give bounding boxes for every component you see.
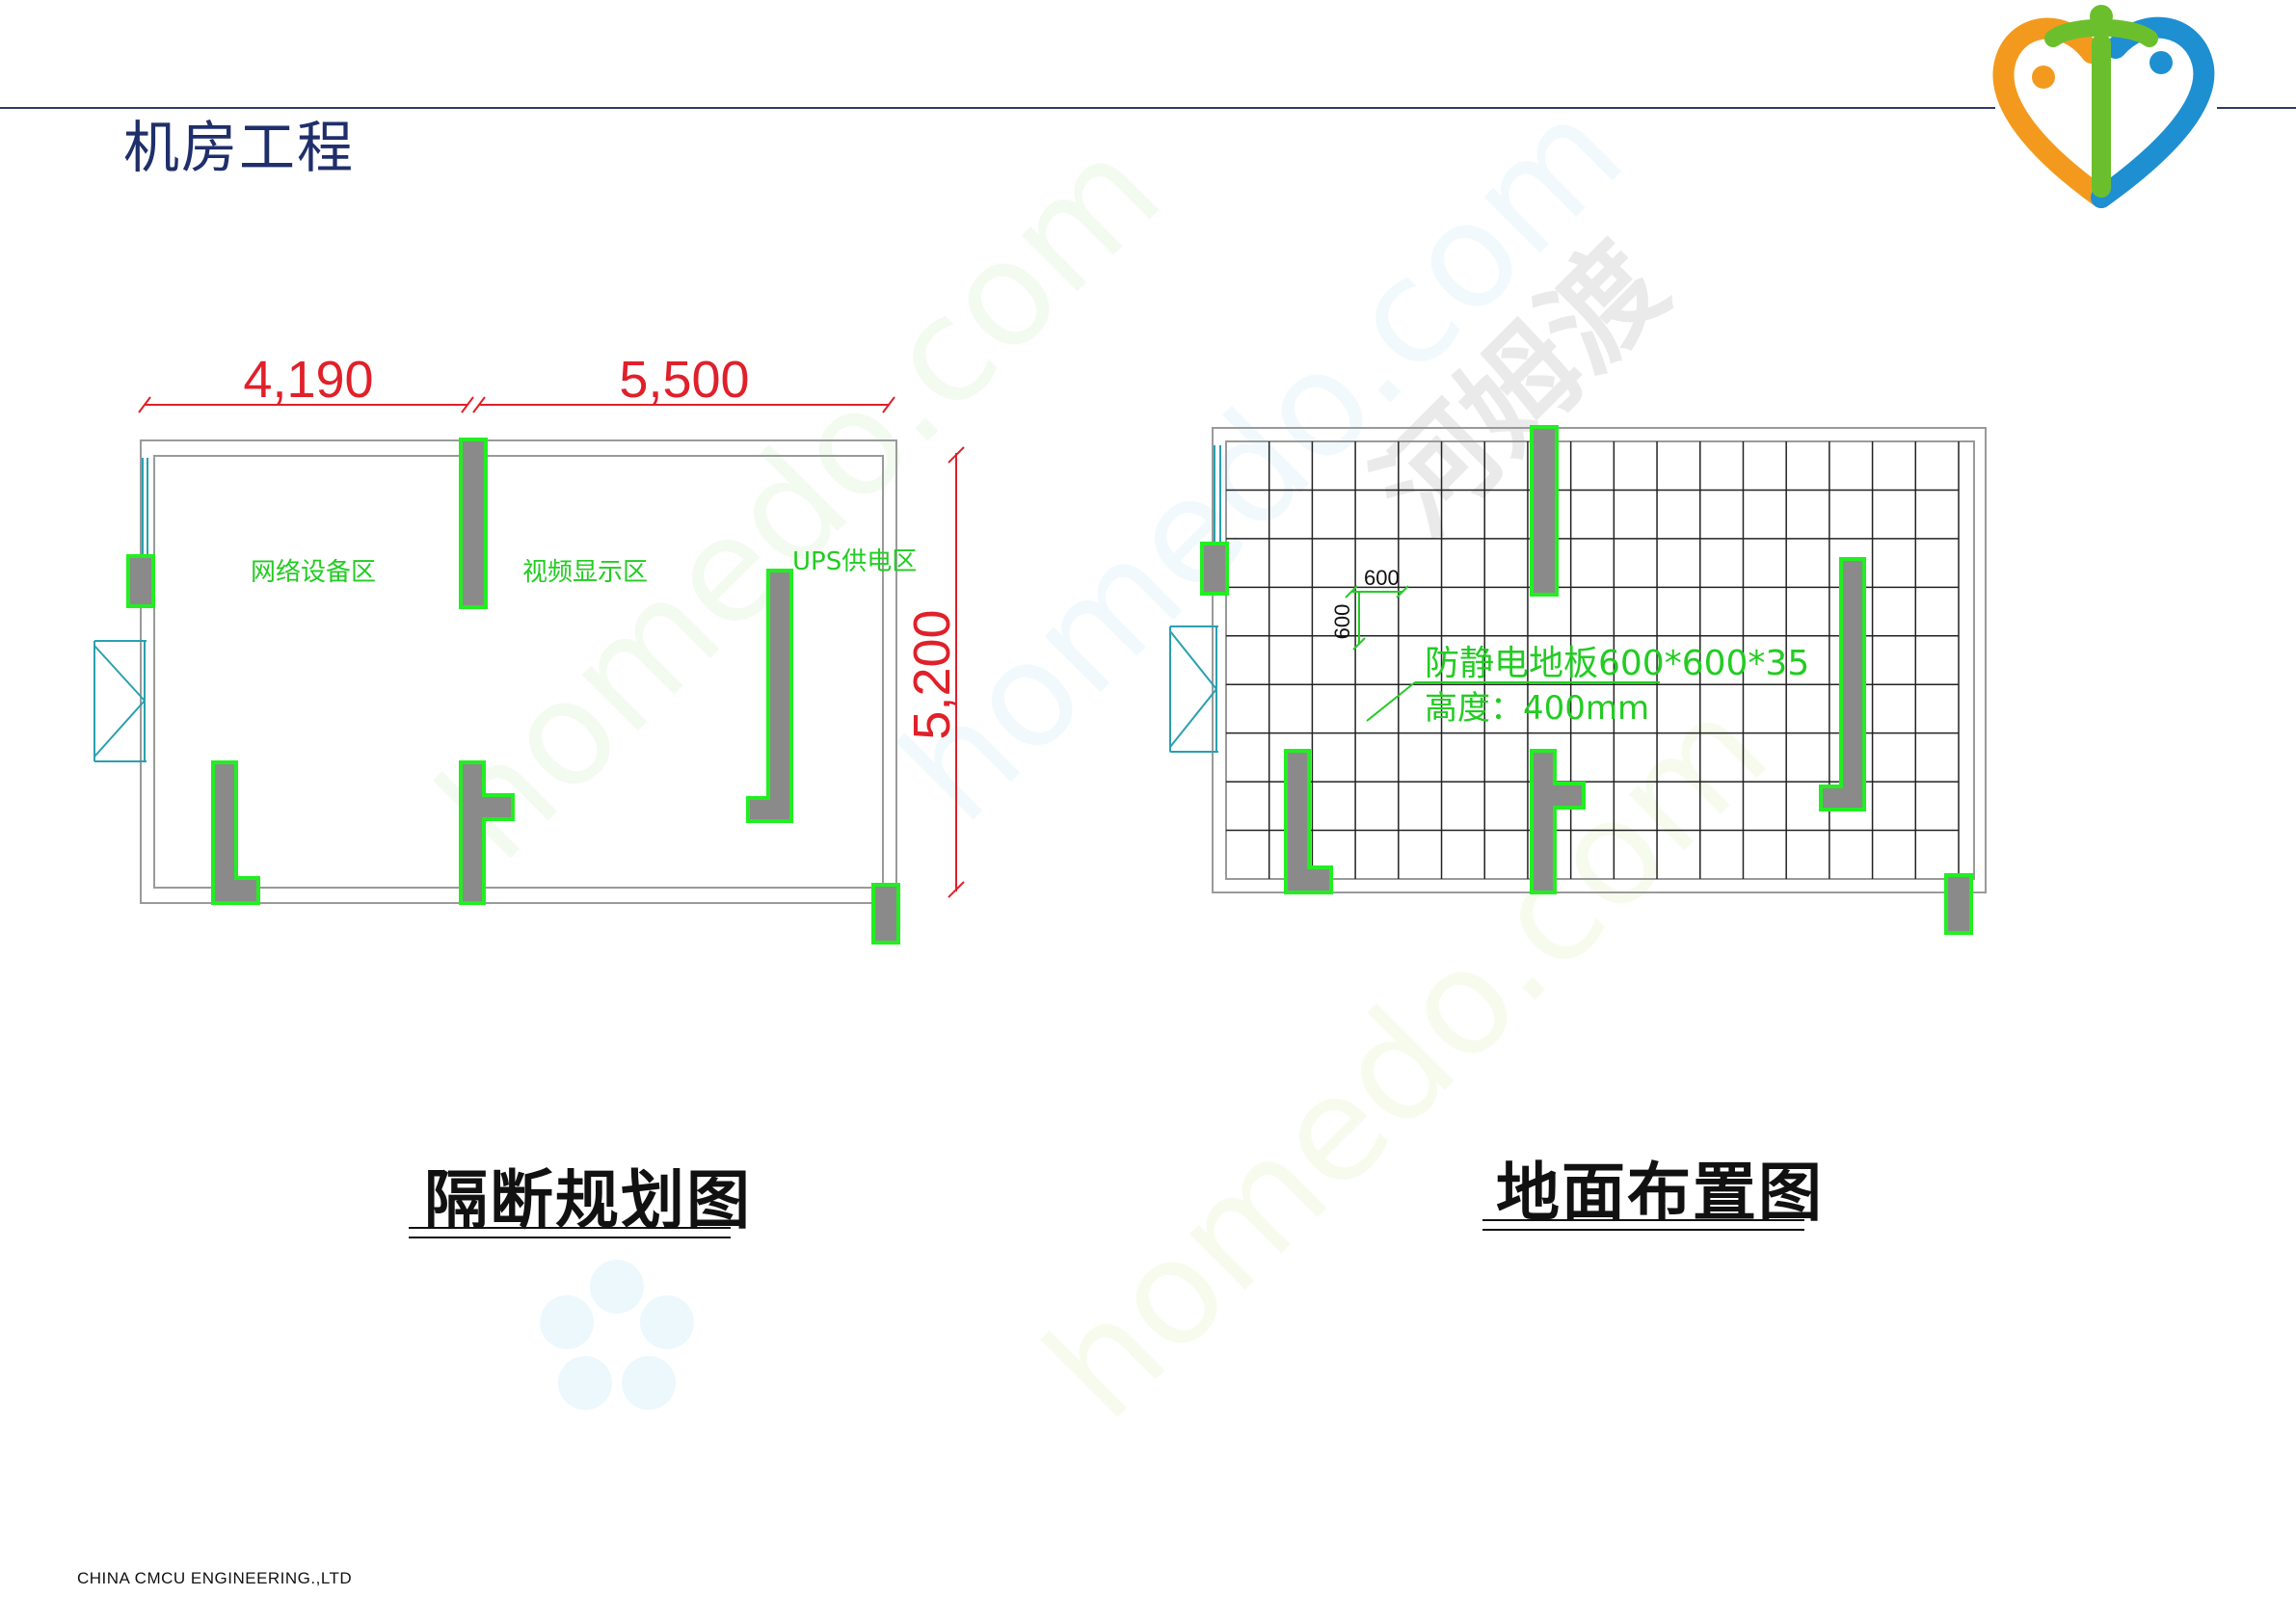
floor-plan-caption: 地面布置图 [1496, 1156, 1824, 1230]
floor-note-1: 防静电地板600*600*35 [1425, 644, 1809, 683]
company-footer: CHINA CMCU ENGINEERING.,LTD [77, 1569, 353, 1587]
partition-plan: 4,190 5,500 5,200 [93, 351, 965, 945]
window-mark [142, 458, 148, 559]
dim-label-4190: 4,190 [243, 351, 373, 409]
heart-people-logo-icon [1992, 5, 2215, 208]
watermark-text-3: homedo.com [1014, 666, 1799, 1450]
dimension-lines [138, 396, 965, 898]
window-mark-right [1214, 445, 1221, 545]
grid-dim-label-v: 600 [1330, 604, 1354, 640]
door-icon [93, 640, 147, 762]
dim-label-5500: 5,500 [619, 351, 749, 409]
partition-plan-caption: 隔断规划图 [424, 1163, 752, 1237]
page-title: 机房工程 [123, 115, 356, 180]
zone-label-network: 网络设备区 [251, 558, 376, 587]
caption-underlines [409, 1219, 1804, 1238]
zone-label-ups: UPS供电区 [792, 547, 917, 576]
room-walls [140, 439, 897, 904]
watermark-text-1: homedo.com [407, 107, 1191, 891]
watermark-flower-icon [540, 1260, 694, 1410]
grid-dim-label-h: 600 [1364, 566, 1400, 590]
floor-columns [1200, 425, 1973, 935]
floor-note-2: 高度：400mm [1425, 689, 1649, 728]
door-icon-right [1169, 625, 1218, 753]
watermark: homedo.com homedo.com homedo.com 河姆渡 [407, 68, 1799, 1450]
room-walls-right [1212, 427, 1987, 893]
partition-columns [126, 438, 900, 945]
floor-plan: 600 600 防静电地板600*600*35 高度：400mm [1169, 425, 1987, 935]
dim-label-5200: 5,200 [903, 609, 961, 739]
zone-label-video: 视频显示区 [522, 558, 648, 587]
grid-dimension [1345, 585, 1660, 722]
